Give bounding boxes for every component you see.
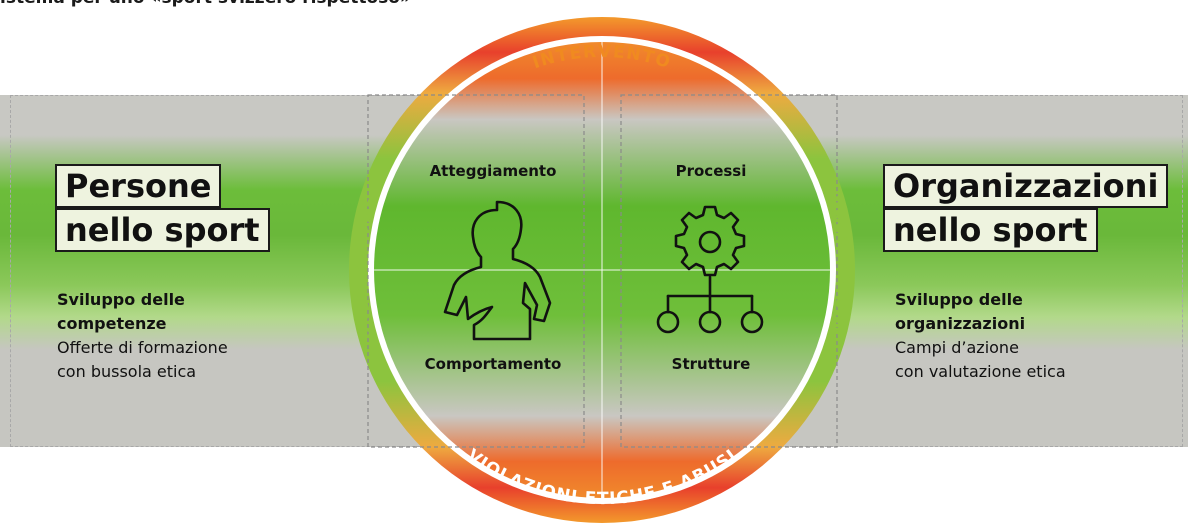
label-strutture: Strutture <box>671 355 751 373</box>
left-desc-bold-line2: competenze <box>57 314 167 333</box>
left-desc-line1: Offerte di formazione <box>57 338 228 357</box>
right-heading-line2: nello sport <box>883 208 1098 252</box>
right-outer-dashed-frame <box>750 95 1183 447</box>
right-desc-bold-line1: Sviluppo delle <box>895 290 1023 309</box>
label-atteggiamento: Atteggiamento <box>429 162 557 180</box>
right-heading-line1: Organizzazioni <box>883 164 1169 208</box>
right-desc-line1: Campi d’azione <box>895 338 1019 357</box>
left-heading-line2: nello sport <box>55 208 270 252</box>
right-desc-bold-line2: organizzazioni <box>895 314 1026 333</box>
label-comportamento: Comportamento <box>424 355 562 373</box>
right-description: Sviluppo delle organizzazioni Campi d’az… <box>895 288 1175 384</box>
left-outer-dashed-frame <box>10 95 440 447</box>
right-desc-line2: con valutazione etica <box>895 362 1066 381</box>
page-title: istema per uno «sport svizzero rispettos… <box>0 0 411 8</box>
left-description: Sviluppo delle competenze Offerte di for… <box>57 288 327 384</box>
left-heading-line1: Persone <box>55 164 222 208</box>
label-processi: Processi <box>675 162 747 180</box>
person-icon <box>443 200 552 341</box>
left-desc-bold-line1: Sviluppo delle <box>57 290 185 309</box>
left-desc-line2: con bussola etica <box>57 362 197 381</box>
left-inner-dashed-box <box>367 94 585 448</box>
gear-hierarchy-icon <box>656 205 764 334</box>
right-inner-dashed-box <box>620 94 838 448</box>
